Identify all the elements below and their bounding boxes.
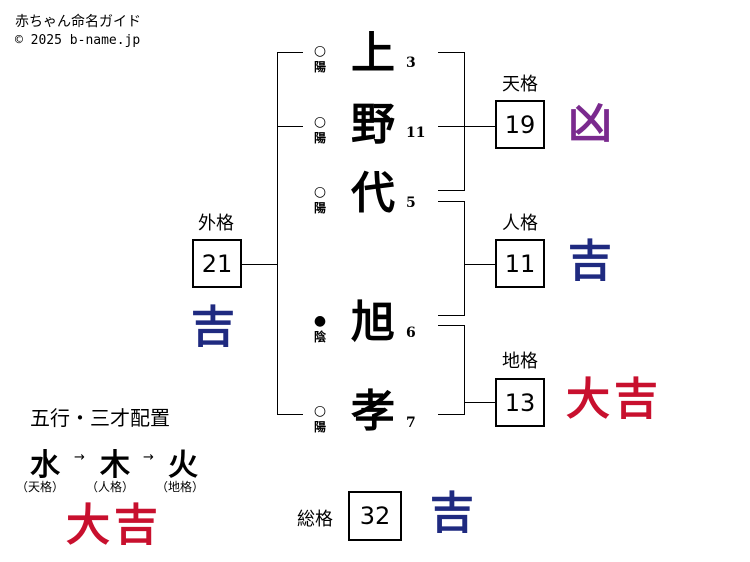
sokaku-fortune: 吉 [430,488,474,539]
bracket-line [464,325,465,415]
bracket-line [438,315,464,316]
gogyo-fortune: 大吉 [66,500,162,551]
yinyang-marker: ○陽 [313,43,327,74]
yinyang-marker: ○陽 [313,114,327,145]
stroke-count: 6 [406,325,416,341]
chikaku-box: 13 [495,378,545,427]
sokaku-label: 総格 [297,509,333,530]
bracket-line [438,325,464,326]
bracket-line [464,402,495,403]
bracket-line [242,264,277,265]
gogyo-title: 五行・三才配置 [30,406,170,430]
bracket-line [277,126,303,127]
sokaku-box: 32 [348,491,402,541]
bracket-line [277,414,303,415]
bracket-line [277,52,303,53]
stroke-count: 7 [406,415,416,431]
gogyo-element: 火 [168,448,198,483]
gaikaku-fortune: 吉 [191,302,235,353]
jinkaku-box: 11 [495,239,545,288]
app-title: 赤ちゃん命名ガイド [15,14,141,30]
yinyang-marker: ●陰 [313,313,327,344]
gaikaku-label: 外格 [198,213,234,234]
tenkaku-fortune: 凶 [568,98,612,149]
stroke-count: 3 [406,55,416,71]
tenkaku-box: 19 [495,100,545,149]
name-char: 野 [351,99,395,150]
name-char: 代 [351,168,395,219]
bracket-line [438,414,464,415]
jinkaku-fortune: 吉 [568,236,612,287]
yinyang-marker: ○陽 [313,403,327,434]
copyright: © 2025 b-name.jp [15,33,141,48]
chikaku-label: 地格 [502,351,538,372]
gogyo-element: 水 [30,448,60,483]
bracket-line [464,201,465,316]
bracket-line [438,52,464,53]
bracket-line [277,52,278,415]
stroke-count: 11 [406,125,426,141]
jinkaku-label: 人格 [502,213,538,234]
arrow-icon: → [143,450,154,465]
gaikaku-box: 21 [192,239,242,288]
gogyo-sublabel: （人格） [86,480,135,494]
name-char: 孝 [351,386,395,437]
tenkaku-label: 天格 [502,74,538,95]
yinyang-marker: ○陽 [313,184,327,215]
gogyo-element: 木 [100,448,130,483]
bracket-line [464,52,465,191]
arrow-icon: → [74,450,85,465]
gogyo-sublabel: （天格） [16,480,65,494]
bracket-line [464,264,495,265]
gogyo-sublabel: （地格） [156,480,205,494]
name-char: 旭 [351,297,395,348]
stroke-count: 5 [406,195,416,211]
bracket-line [438,201,464,202]
name-char: 上 [351,28,395,79]
bracket-line [438,190,464,191]
bracket-line [438,126,495,127]
chikaku-fortune: 大吉 [566,374,662,425]
